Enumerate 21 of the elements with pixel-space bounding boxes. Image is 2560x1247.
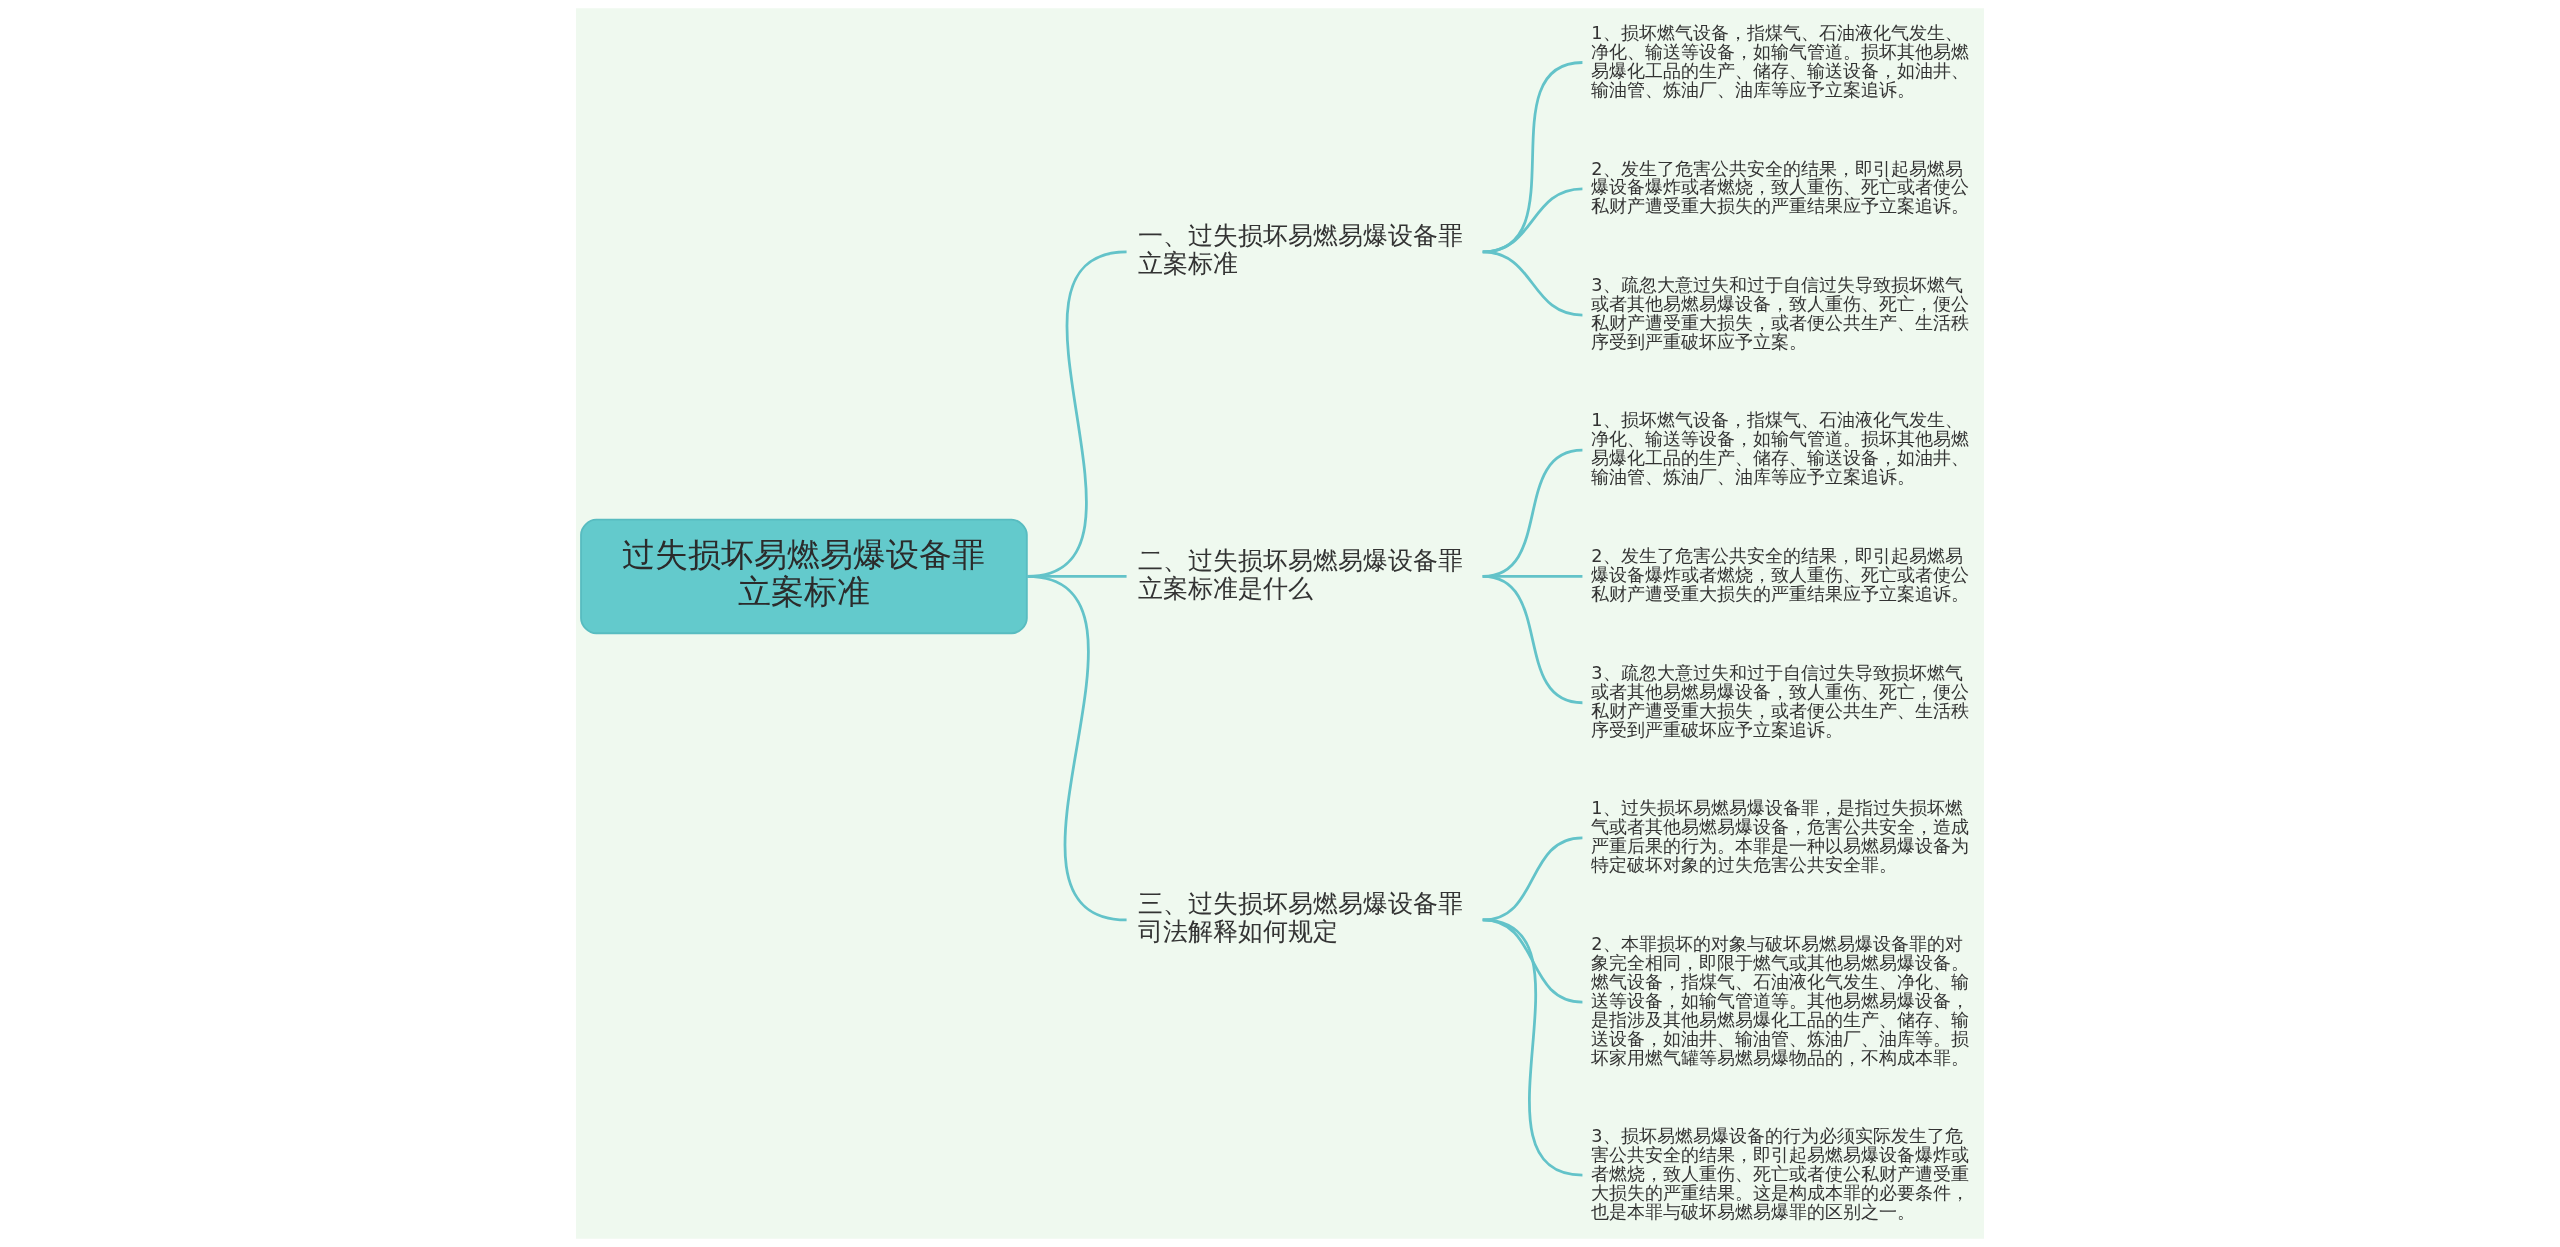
connector xyxy=(1482,250,1583,317)
node-text: 一、过失损坏易燃易爆设备罪立案标准 xyxy=(1137,221,1463,279)
node-text: 三、过失损坏易燃易爆设备罪司法解释如何规定 xyxy=(1137,889,1463,947)
connector xyxy=(1482,918,1583,1004)
connector xyxy=(1482,187,1583,254)
node-box: 过失损坏易燃易爆设备罪立案标准 xyxy=(580,518,1028,635)
node-text: 3、疏忽大意过失和过于自信过失导致损坏燃气或者其他易燃易爆设备，致人重伤、死亡，便公私财产遭受重大损失，或者便公共生产、生活秩序受到严重破坏应予立案追诉。 xyxy=(1591,663,1970,740)
node-text: 二、过失损坏易燃易爆设备罪立案标准是什么 xyxy=(1137,545,1463,603)
connector xyxy=(1482,575,1583,705)
connector xyxy=(1482,61,1583,254)
node-text: 2、发生了危害公共安全的结果，即引起易燃易爆设备爆炸或者燃烧，致人重伤、死亡或者使公私财产遭受重大损失的严重结果应予立案追诉。 xyxy=(1591,158,1970,217)
node-text: 1、损坏燃气设备，指煤气、石油液化气发生、净化、输送等设备，如输气管道。损坏其他易燃易爆化工品的生产、储存、输送设备，如油井、输油管、炼油厂、油库等应予立案追诉。 xyxy=(1591,410,1970,488)
node-text: 1、过失损坏易燃易爆设备罪，是指过失损坏燃气或者其他易燃易爆设备，危害公共安全，造成严重后果的行为。本罪是一种以易燃易爆设备为特定破坏对象的过失危害公共安全罪。 xyxy=(1591,798,1970,875)
connector xyxy=(1026,575,1127,922)
node-text: 3、损坏易燃易爆设备的行为必须实际发生了危害公共安全的结果，即引起易燃易爆设备爆炸或者燃烧，致人重伤、死亡或者使公私财产遭受重大损失的严重结果。这是构成本罪的必要条件，也是本罪与破坏易燃易爆罪的区别之一。 xyxy=(1591,1125,1970,1222)
node-text: 2、发生了危害公共安全的结果，即引起易燃易爆设备爆炸或者燃烧，致人重伤、死亡或者使公私财产遭受重大损失的严重结果应予立案追诉。 xyxy=(1591,546,1970,605)
connector xyxy=(1482,836,1583,922)
node-text: 1、损坏燃气设备，指煤气、石油液化气发生、净化、输送等设备，如输气管道。损坏其他易燃易爆化工品的生产、储存、输送设备，如油井、输油管、炼油厂、油库等应予立案追诉。 xyxy=(1591,22,1970,100)
node-text: 3、疏忽大意过失和过于自信过失导致损坏燃气或者其他易燃易爆设备，致人重伤、死亡，便公私财产遭受重大损失，或者便公共生产、生活秩序受到严重破坏应予立案。 xyxy=(1591,275,1970,353)
connector xyxy=(1482,918,1583,1177)
node-text: 2、本罪损坏的对象与破坏易燃易爆设备罪的对象完全相同，即限于燃气或其他易燃易爆设备。燃气设备，指煤气、石油液化气发生、净化、输送等设备，如输气管道等。其他易燃易爆设备，是指涉及其他易燃易爆化工品的生产、储存、输送设备，如油井、输油管、炼油厂、油库等。损坏家用燃气罐等易燃易爆物品的，不构成本罪。 xyxy=(1591,933,1970,1068)
